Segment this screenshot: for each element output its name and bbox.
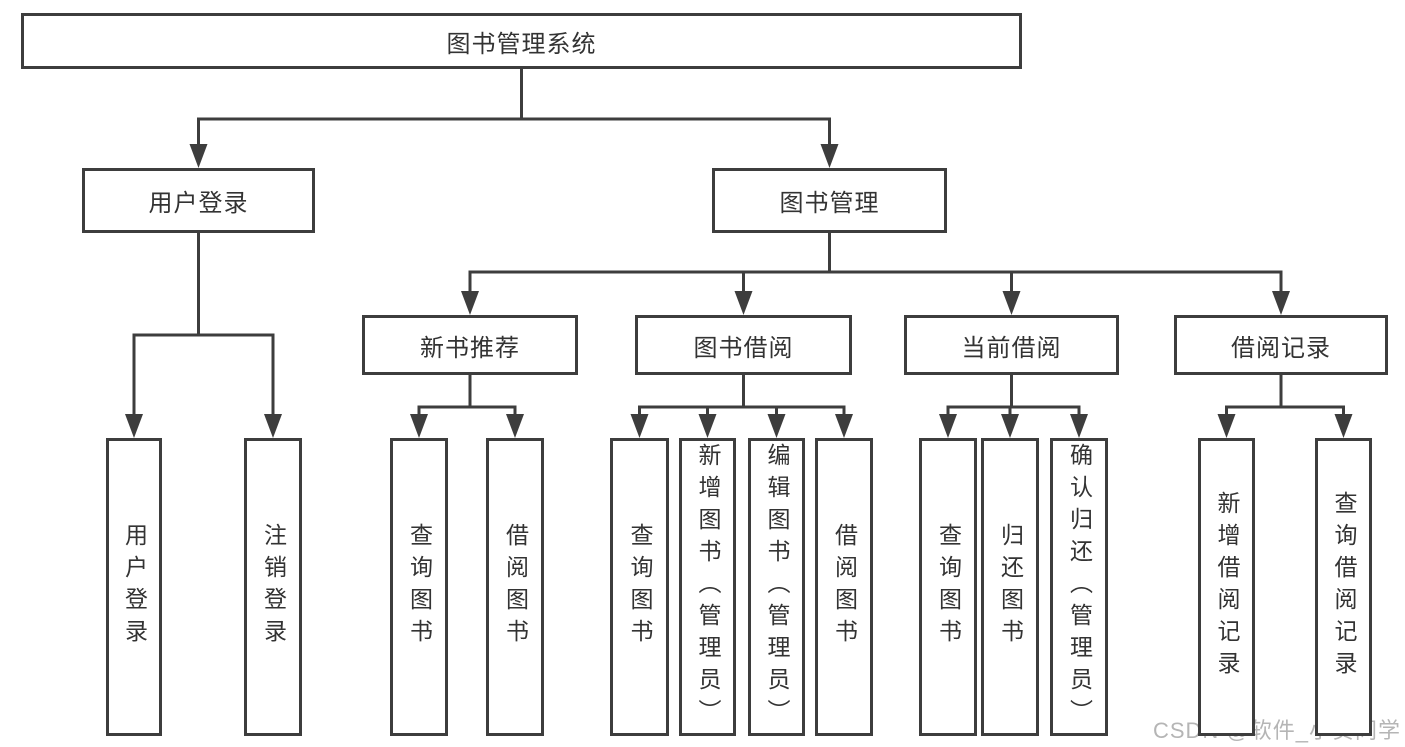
arrowhead-icon	[1002, 291, 1021, 315]
arrowhead-icon	[506, 414, 524, 438]
arrowhead-icon	[189, 144, 208, 168]
arrowhead-icon	[835, 414, 853, 438]
node-leaf-bb-add: 新增图书（管理员）	[679, 438, 736, 736]
node-label: 查询图书	[406, 523, 433, 651]
edge-borrow-records	[1217, 374, 1353, 438]
node-leaf-cb-query: 查询图书	[919, 438, 977, 736]
node-leaf-user-login: 用户登录	[106, 438, 162, 736]
node-leaf-bb-query: 查询图书	[610, 438, 669, 736]
node-label: 图书借阅	[693, 334, 794, 362]
edge-current-borrow	[939, 374, 1088, 438]
node-label: 图书管理系统	[446, 30, 597, 58]
node-label: 确认归还（管理员）	[1066, 443, 1093, 731]
node-leaf-bb-borrow: 借阅图书	[815, 438, 873, 736]
arrowhead-icon	[939, 414, 957, 438]
node-leaf-br-query: 查询借阅记录	[1315, 438, 1372, 736]
arrowhead-icon	[1070, 414, 1088, 438]
node-leaf-cb-return: 归还图书	[981, 438, 1039, 736]
node-label: 图书管理	[779, 190, 880, 217]
node-book-mgmt: 图书管理	[712, 168, 947, 233]
node-label: 查询图书	[627, 523, 653, 651]
arrowhead-icon	[1334, 414, 1353, 438]
node-leaf-cb-confirm: 确认归还（管理员）	[1050, 438, 1108, 736]
arrowhead-icon	[734, 291, 753, 315]
arrowhead-icon	[461, 291, 479, 315]
node-label: 注销登录	[260, 523, 287, 651]
arrowhead-icon	[820, 144, 839, 168]
arrowhead-icon	[410, 414, 428, 438]
node-label: 查询借阅记录	[1331, 491, 1357, 683]
node-leaf-nbr-query: 查询图书	[390, 438, 448, 736]
node-label: 借阅图书	[502, 523, 529, 651]
node-new-book-rec: 新书推荐	[362, 315, 578, 375]
node-label: 归还图书	[997, 523, 1024, 651]
arrowhead-icon	[1217, 414, 1236, 438]
node-borrow-records: 借阅记录	[1174, 315, 1388, 375]
node-book-borrow: 图书借阅	[635, 315, 852, 375]
node-leaf-br-add: 新增借阅记录	[1198, 438, 1255, 736]
node-label: 新增图书（管理员）	[695, 443, 721, 731]
node-label: 新书推荐	[420, 334, 520, 362]
edge-new-book-rec	[410, 374, 524, 438]
node-label: 用户登录	[148, 190, 249, 217]
arrowhead-icon	[767, 414, 786, 438]
node-label: 新增借阅记录	[1214, 491, 1240, 683]
node-current-borrow: 当前借阅	[904, 315, 1119, 375]
node-label: 用户登录	[121, 523, 148, 651]
node-label: 查询图书	[935, 523, 962, 651]
node-leaf-bb-edit: 编辑图书（管理员）	[748, 438, 805, 736]
edge-user-login	[125, 232, 282, 438]
edge-book-borrow	[630, 374, 853, 438]
node-root: 图书管理系统	[21, 13, 1022, 69]
edge-root	[189, 68, 839, 168]
arrowhead-icon	[1272, 291, 1290, 315]
node-label: 借阅记录	[1231, 334, 1331, 362]
arrowhead-icon	[264, 414, 282, 438]
node-label: 借阅图书	[831, 523, 858, 651]
node-leaf-logout: 注销登录	[244, 438, 302, 736]
arrowhead-icon	[125, 414, 143, 438]
node-leaf-nbr-borrow: 借阅图书	[486, 438, 544, 736]
node-label: 编辑图书（管理员）	[764, 443, 790, 731]
node-user-login: 用户登录	[82, 168, 315, 233]
arrowhead-icon	[698, 414, 717, 438]
arrowhead-icon	[630, 414, 649, 438]
edge-book-mgmt	[461, 232, 1290, 315]
arrowhead-icon	[1001, 414, 1019, 438]
node-label: 当前借阅	[961, 334, 1062, 362]
